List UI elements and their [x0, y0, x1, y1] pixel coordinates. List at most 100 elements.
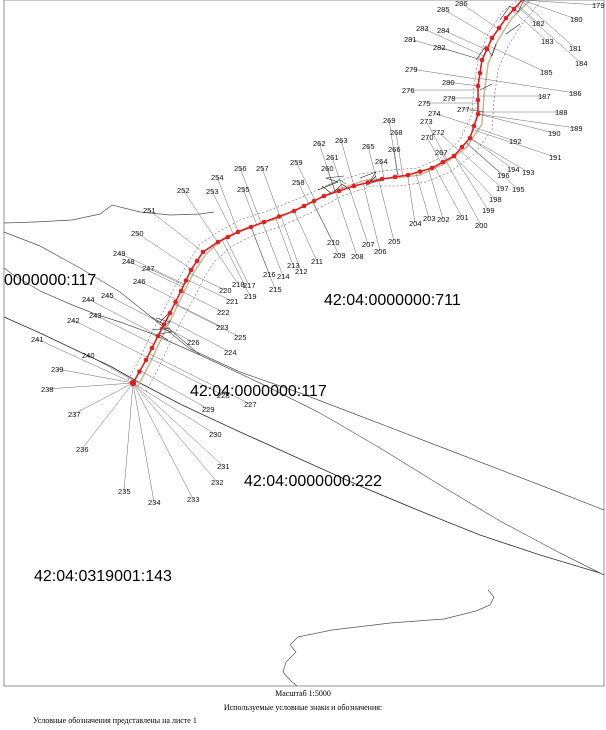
leader-line	[166, 318, 231, 353]
point-number-label: 200	[475, 221, 488, 230]
point-number-label: 282	[433, 43, 446, 52]
point-number-label: 285	[437, 5, 450, 14]
point-number-label: 188	[555, 108, 568, 117]
leader-line	[72, 319, 148, 358]
point-number-label: 236	[76, 445, 89, 454]
point-number-label: 279	[405, 65, 418, 74]
point-number-label: 205	[388, 237, 401, 246]
leader-line	[512, 10, 548, 42]
point-number-label: 216	[263, 270, 276, 279]
leader-line	[521, 0, 577, 20]
point-number-label: 210	[327, 238, 340, 247]
point-number-label: 277	[457, 105, 470, 114]
point-number-label: 283	[416, 24, 429, 33]
leader-line	[81, 382, 134, 450]
point-number-label: 198	[489, 195, 502, 204]
route-point	[149, 345, 155, 351]
point-number-label: 197	[496, 184, 509, 193]
route-point	[477, 70, 483, 76]
point-number-label: 221	[226, 297, 239, 306]
boundary-line	[3, 231, 605, 511]
point-number-label: 184	[575, 59, 588, 68]
leader-line	[395, 131, 403, 176]
point-number-label: 232	[211, 478, 224, 487]
point-number-label: 204	[409, 219, 422, 228]
leader-line	[440, 151, 446, 161]
point-number-label: 263	[335, 136, 348, 145]
route-point	[200, 249, 206, 255]
leader-line	[447, 81, 479, 87]
leader-line	[378, 179, 395, 242]
point-number-label: 199	[482, 206, 495, 215]
leader-line	[428, 168, 444, 220]
route-point	[301, 203, 307, 209]
leader-line	[239, 167, 262, 224]
point-number-label: 195	[512, 185, 525, 194]
leader-line	[174, 304, 241, 338]
leader-line	[453, 155, 496, 200]
leader-line	[189, 272, 226, 291]
point-number-label: 260	[321, 164, 334, 173]
point-number-label: 264	[375, 157, 388, 166]
point-number-label: 237	[68, 410, 81, 419]
leader-line	[517, 4, 539, 24]
leader-line	[488, 45, 547, 73]
point-number-label: 214	[277, 272, 290, 281]
leader-line	[477, 113, 555, 134]
leader-line	[469, 137, 529, 173]
point-number-label: 186	[569, 89, 582, 98]
route-point	[429, 165, 435, 171]
leader-line	[211, 190, 234, 235]
leader-line	[262, 222, 284, 277]
boundary-line	[282, 589, 495, 687]
point-number-label: 255	[237, 185, 250, 194]
leader-line	[106, 294, 164, 325]
crossing-scribble	[469, 43, 497, 113]
leader-line	[459, 149, 503, 189]
point-number-label: 239	[51, 365, 64, 374]
route-point	[336, 188, 342, 194]
point-number-label: 211	[311, 257, 323, 266]
route-point	[178, 288, 184, 294]
point-number-label: 254	[211, 173, 224, 182]
leader-line	[46, 382, 134, 390]
point-number-label: 262	[313, 139, 326, 148]
point-number-label: 181	[569, 44, 582, 53]
point-number-label: 190	[548, 129, 561, 138]
point-number-label: 244	[82, 295, 95, 304]
route-point	[511, 6, 517, 12]
point-number-label: 270	[421, 133, 434, 142]
point-number-label: 196	[497, 171, 510, 180]
point-number-label: 227	[244, 400, 257, 409]
leader-line	[479, 78, 576, 94]
crossing-scribble	[325, 179, 347, 187]
leader-line	[318, 142, 336, 193]
route-point	[188, 267, 194, 273]
point-number-label: 261	[326, 153, 339, 162]
point-number-label: 208	[351, 252, 364, 261]
point-number-label: 231	[217, 462, 230, 471]
route-point	[143, 357, 149, 363]
point-number-label: 242	[67, 316, 80, 325]
leader-line	[380, 160, 384, 179]
leader-line	[472, 129, 556, 158]
leader-line	[148, 209, 204, 253]
leader-line	[94, 314, 154, 345]
crossing-detail	[151, 0, 525, 341]
route-point	[167, 310, 173, 316]
boundary-line	[3, 204, 215, 224]
point-number-label: 202	[437, 215, 450, 224]
leader-line	[138, 280, 177, 300]
route-point	[276, 214, 282, 219]
point-number-label: 206	[374, 247, 387, 256]
point-number-label: 251	[143, 206, 156, 215]
point-number-label: 245	[101, 291, 114, 300]
legend-note: Условные обозначения представлены на лис…	[33, 716, 197, 725]
route-point	[451, 153, 457, 159]
point-number-label: 249	[113, 249, 126, 258]
point-number-label: 209	[333, 251, 346, 260]
route-point	[459, 144, 465, 150]
leader-line	[261, 167, 280, 217]
point-number-label: 257	[256, 164, 269, 173]
leader-line	[216, 176, 239, 233]
